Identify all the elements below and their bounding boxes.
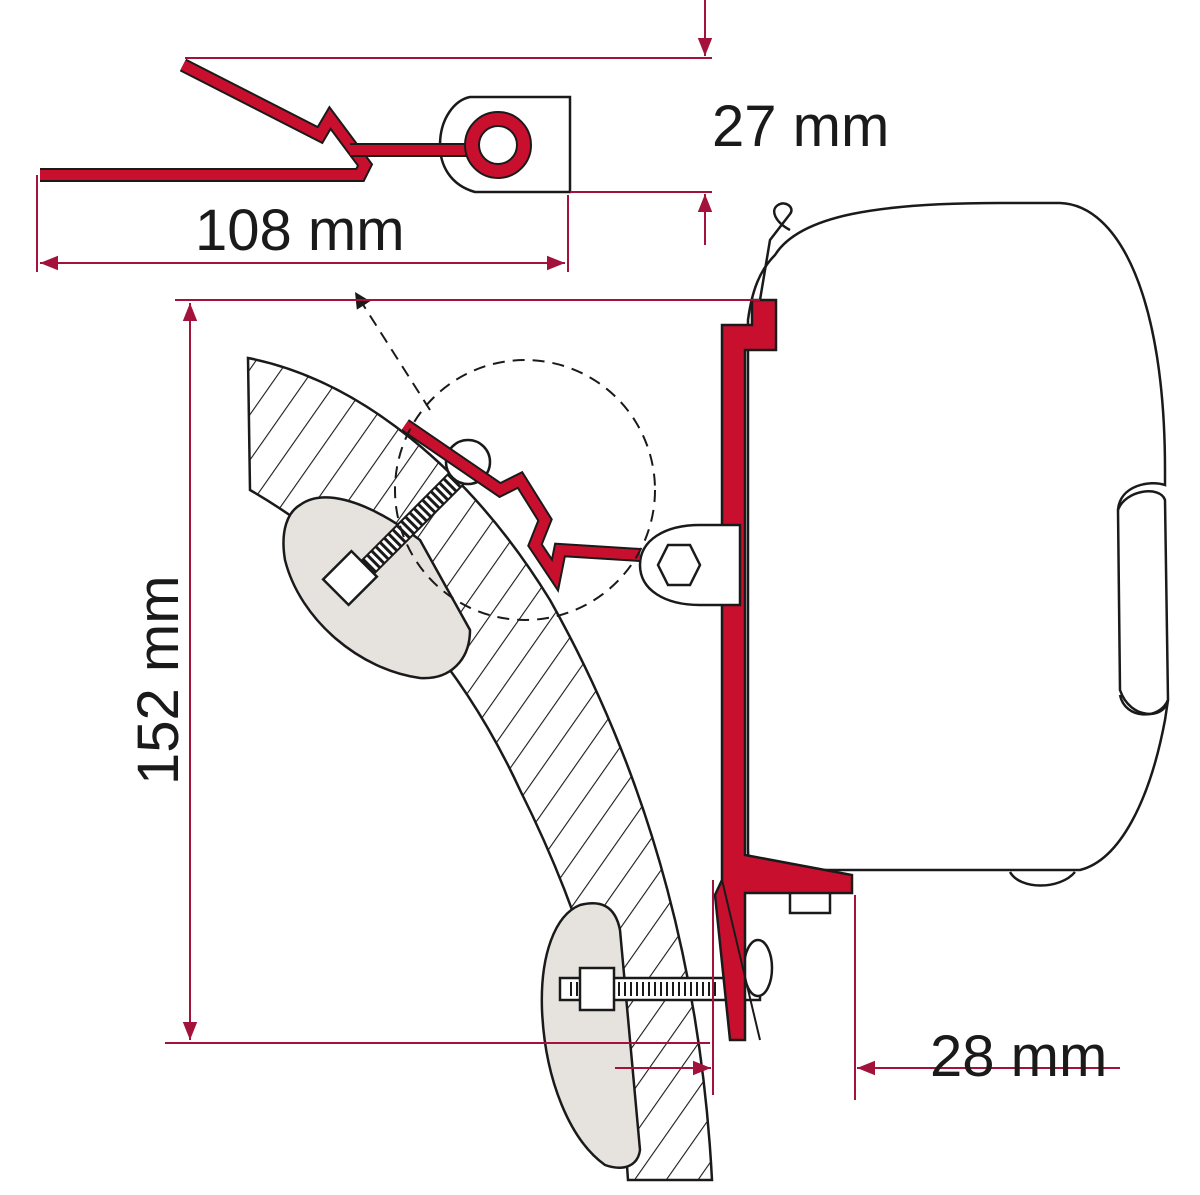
upper-bolt: [321, 438, 492, 607]
mounting-bracket: [713, 298, 854, 1042]
dimension-label-27mm: 27 mm: [712, 94, 889, 159]
installed-hook: [401, 419, 641, 593]
lower-bolt: [558, 883, 832, 1012]
awning-housing: [746, 201, 1170, 887]
upper-rubber-pad: [282, 496, 472, 680]
detail-bracket: [40, 58, 572, 194]
dimension-lines: [36, 0, 1120, 1100]
dimension-label-108mm: 108 mm: [195, 198, 405, 263]
hinge-clip: [638, 523, 742, 607]
lower-rubber-pad: [540, 902, 642, 1169]
detail-callout: [354, 291, 656, 621]
dimension-label-28mm: 28 mm: [930, 1024, 1107, 1089]
dimension-label-152mm: 152 mm: [126, 575, 191, 785]
